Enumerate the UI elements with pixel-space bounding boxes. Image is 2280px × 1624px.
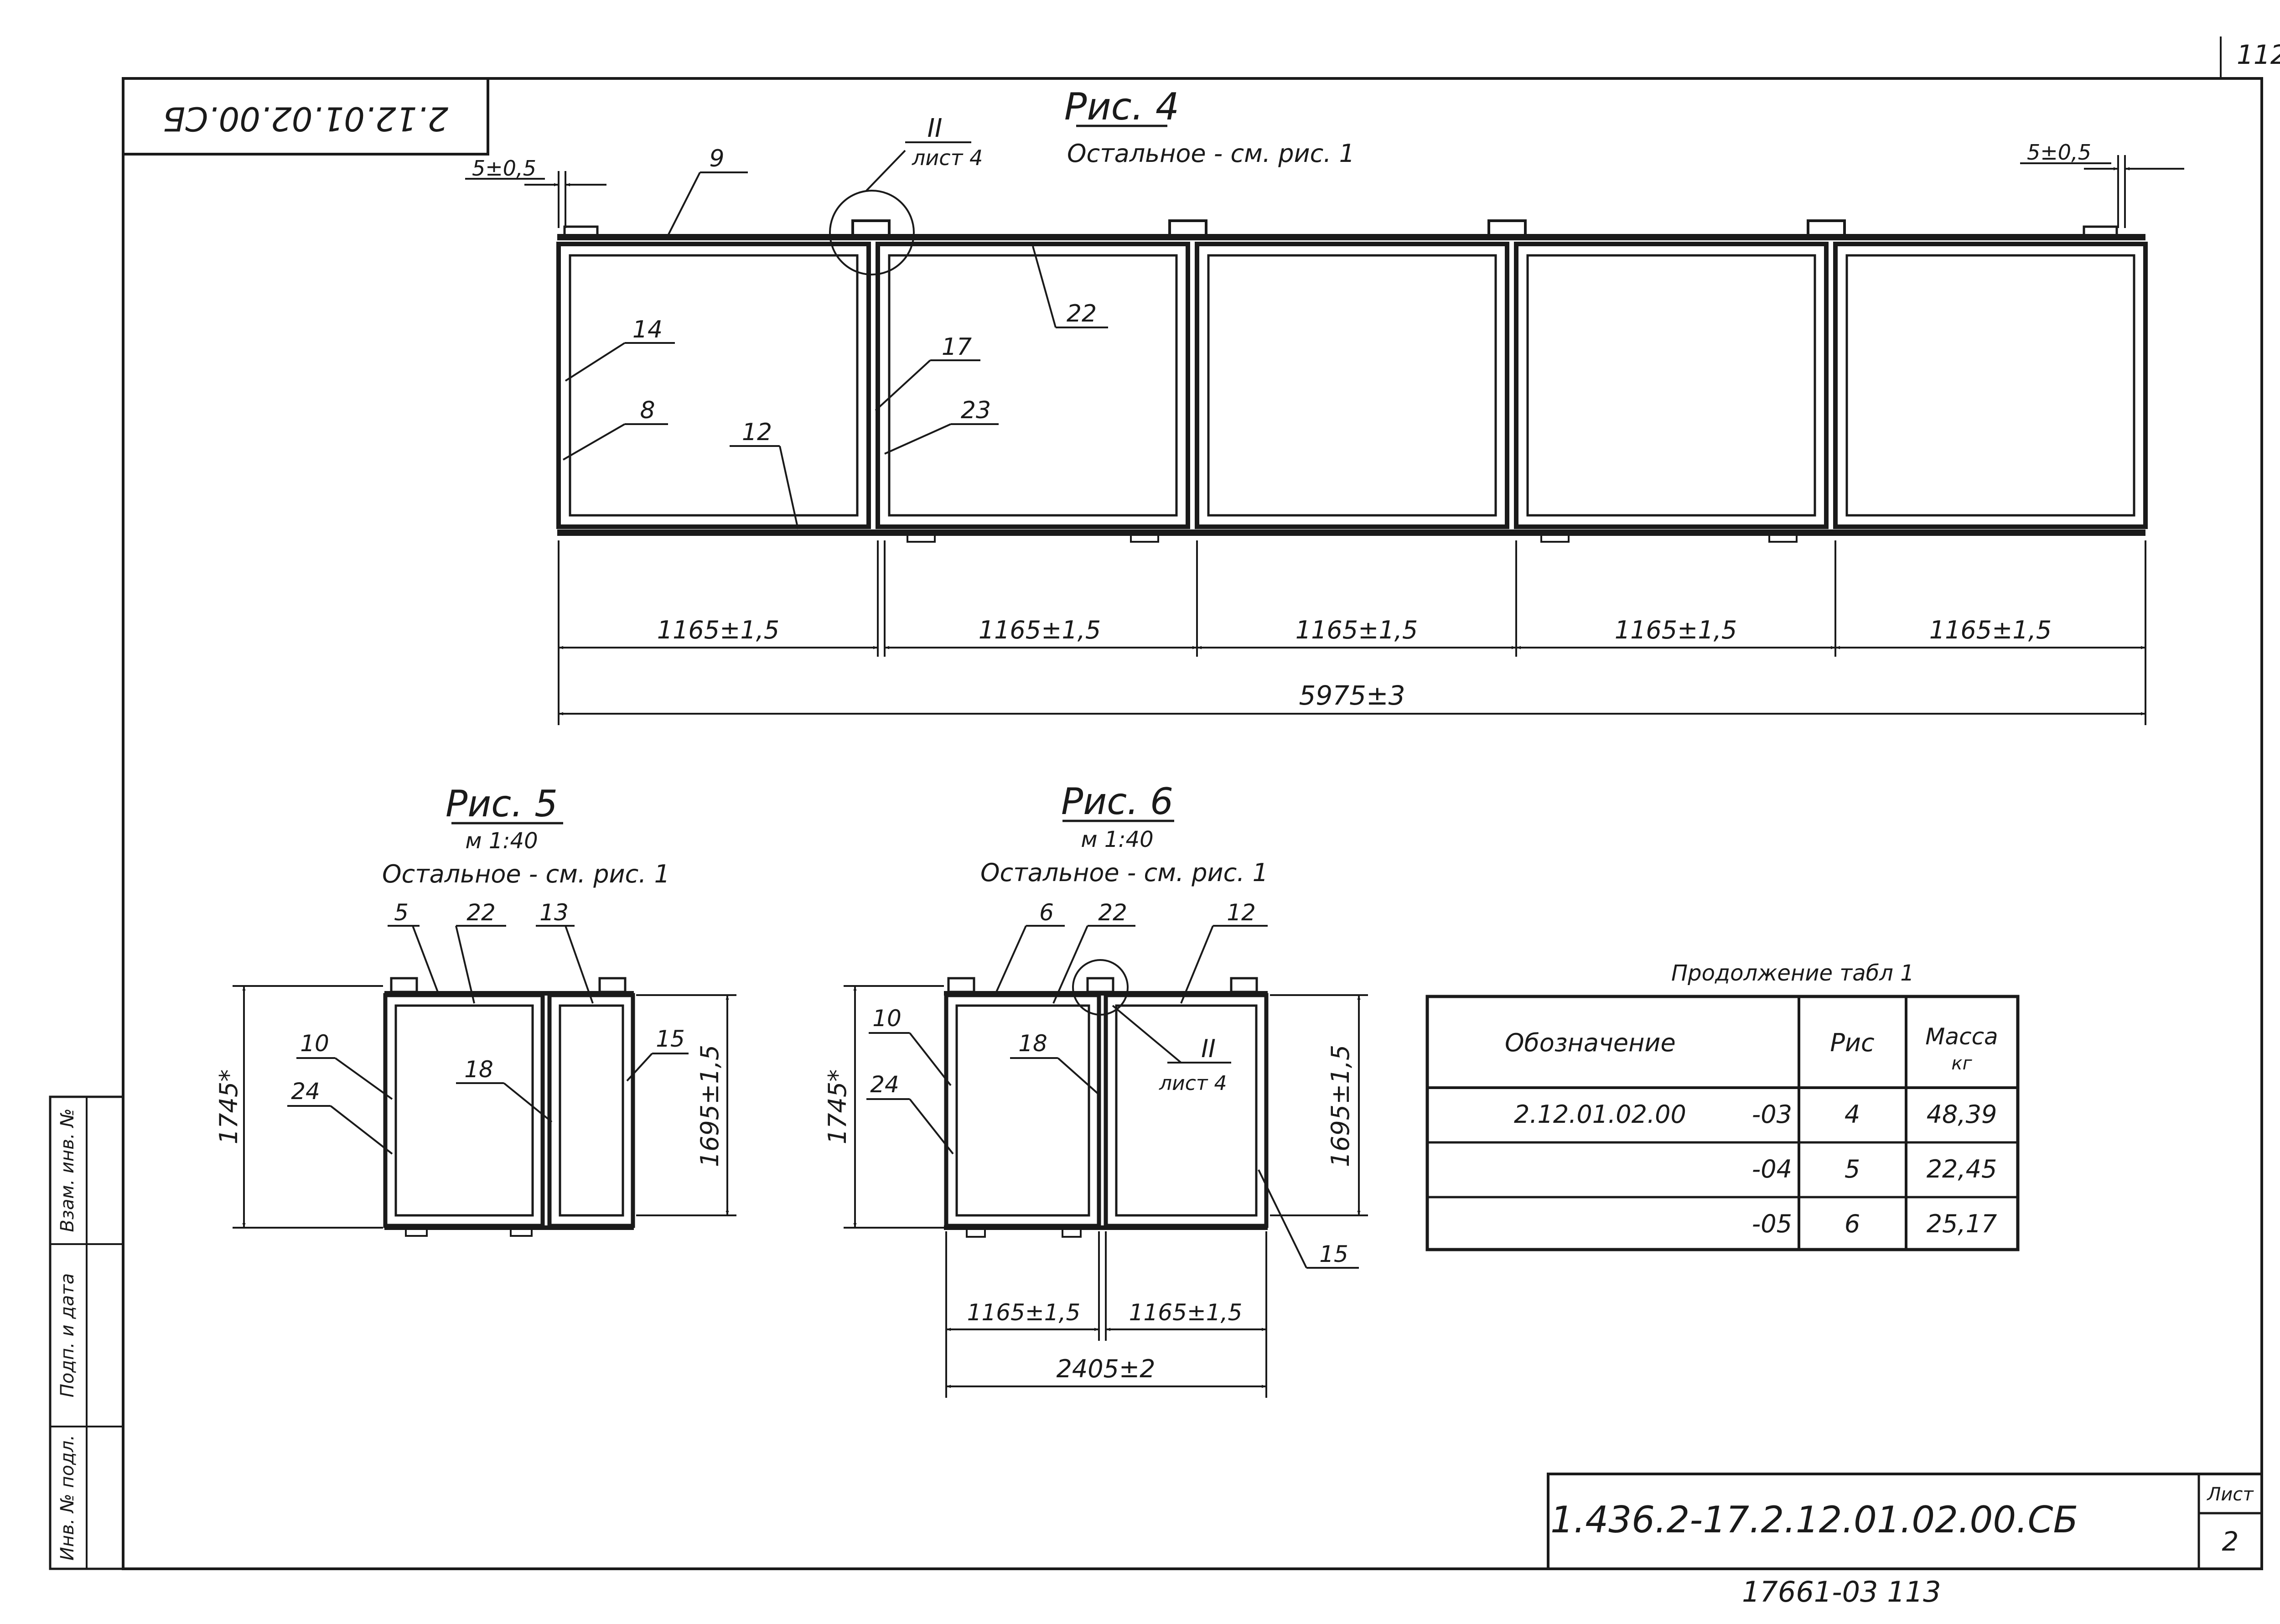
mass-table: Продолжение табл 1 Обозначение Рис Масса… [1425, 960, 2020, 1251]
document-code: 1.436.2-17.2.12.01.02.00.СБ [1550, 1499, 2078, 1541]
table-cell-fig: 4 [1845, 1100, 1860, 1129]
table-row: -04 5 22,45 [1752, 1155, 1997, 1183]
fig6-callout-sheet: лист 4 [1159, 1072, 1227, 1095]
fig5-title: Рис. 5 [446, 783, 558, 825]
fig4-dimensions: 1165±1,5 1165±1,5 1165±1,5 1165±1,5 1165… [558, 540, 2146, 725]
fig6-dim-2: 1165±1,5 [1129, 1299, 1243, 1326]
fig6-label-24: 24 [870, 1071, 899, 1098]
fig4-label-9: 9 [709, 145, 724, 172]
side-stamp-replace-inv: Взам. инв. № [57, 1108, 78, 1232]
table-header-fig: Рис [1830, 1028, 1874, 1057]
figure-6: Рис. 6 м 1:40 Остальное - см. рис. 1 II … [823, 780, 1368, 1398]
fig5-label-10: 10 [300, 1030, 329, 1057]
fig6-dim-height: 1695±1,5 [1326, 1045, 1355, 1167]
side-stamp-sign-date: Подп. и дата [57, 1273, 78, 1397]
fig5-label-13: 13 [539, 899, 569, 926]
figure-4: Рис. 4 Остальное - см. рис. 1 [465, 85, 2184, 725]
fig4-dim-5: 1165±1,5 [1929, 616, 2052, 644]
fig6-note: Остальное - см. рис. 1 [980, 858, 1268, 887]
side-stamp: Инв. № подл. Подп. и дата Взам. инв. № [49, 1095, 124, 1570]
fig6-label-12: 12 [1227, 899, 1256, 926]
corner-sheet-number: 112 [2237, 39, 2280, 70]
fig4-label-8: 8 [640, 397, 655, 424]
sheet-label: Лист [2206, 1484, 2254, 1505]
fig4-callout-numeral: II [927, 114, 942, 143]
fig4-lugs [563, 219, 2118, 543]
fig4-dim-2: 1165±1,5 [979, 616, 1101, 644]
table-header-mass: Масса [1925, 1023, 1998, 1050]
fig4-leaders: 9 22 14 17 8 23 12 [562, 145, 1108, 529]
table-cell-variant: -03 [1752, 1100, 1792, 1129]
fig5-label-15: 15 [656, 1026, 685, 1052]
table-cell-variant: -05 [1752, 1209, 1792, 1238]
fig4-tolerance-right: 5±0,5 [2027, 140, 2091, 165]
fig5-label-5: 5 [394, 899, 409, 926]
fig6-dim-height-overall: 1745* [823, 1069, 852, 1144]
fig6-label-18: 18 [1018, 1030, 1047, 1057]
table-cell-mass: 48,39 [1927, 1100, 1997, 1129]
rotated-stamp-code: 2.12.01.02.00.СБ [163, 99, 448, 138]
fig4-note: Остальное - см. рис. 1 [1067, 139, 1355, 168]
fig6-label-6: 6 [1039, 899, 1054, 926]
sheet-frame: 112 [122, 36, 2280, 1570]
fig5-label-22: 22 [466, 899, 496, 926]
fig5-label-24: 24 [291, 1078, 320, 1105]
title-block: Лист 2 1.436.2-17.2.12.01.02.00.СБ 17661… [1547, 1473, 2263, 1608]
fig4-label-12: 12 [742, 419, 772, 446]
fig4-label-23: 23 [961, 397, 991, 424]
fig4-callout-sheet: лист 4 [912, 145, 983, 170]
fig5-note: Остальное - см. рис. 1 [382, 860, 670, 888]
fig6-label-15: 15 [1319, 1241, 1348, 1267]
table-cell-mass: 25,17 [1927, 1209, 1997, 1238]
table-cell-designation: 2.12.01.02.00 [1514, 1100, 1686, 1129]
fig6-label-22: 22 [1098, 899, 1127, 926]
fig5-dim-height: 1695±1,5 [695, 1045, 724, 1167]
fig6-label-10: 10 [872, 1005, 902, 1032]
fig6-title: Рис. 6 [1061, 780, 1173, 823]
fig6-scale: м 1:40 [1081, 827, 1153, 852]
fig4-dim-4: 1165±1,5 [1615, 616, 1737, 644]
side-stamp-inv-no: Инв. № подл. [57, 1435, 78, 1561]
table-cell-variant: -04 [1752, 1155, 1792, 1183]
table-header-designation: Обозначение [1505, 1028, 1676, 1057]
fig5-dim-height-overall: 1745* [214, 1069, 243, 1144]
table-cell-fig: 5 [1845, 1155, 1860, 1183]
fig6-total-dim: 2405±2 [1056, 1354, 1155, 1383]
fig4-dim-1: 1165±1,5 [657, 616, 780, 644]
table-row: 2.12.01.02.00 -03 4 48,39 [1514, 1100, 1997, 1129]
fig4-label-22: 22 [1067, 300, 1097, 327]
fig4-total-dim: 5975±3 [1299, 680, 1405, 711]
fig5-scale: м 1:40 [465, 828, 538, 854]
fig4-tolerance-left: 5±0,5 [472, 156, 536, 181]
fig4-dim-3: 1165±1,5 [1295, 616, 1418, 644]
fig4-label-17: 17 [942, 333, 972, 361]
table-header-mass-unit: кг [1951, 1053, 1972, 1074]
sheet-number: 2 [2222, 1526, 2239, 1557]
figure-5: Рис. 5 м 1:40 Остальное - см. рис. 1 5 2… [214, 783, 736, 1237]
bottom-note: 17661-03 113 [1742, 1575, 1941, 1608]
table-cell-mass: 22,45 [1927, 1155, 1997, 1183]
table-row: -05 6 25,17 [1752, 1209, 1997, 1238]
rotated-stamp: 2.12.01.02.00.СБ [122, 77, 489, 156]
fig6-dim-1: 1165±1,5 [967, 1299, 1081, 1326]
table-caption: Продолжение табл 1 [1671, 960, 1914, 986]
table-cell-fig: 6 [1845, 1209, 1860, 1238]
fig4-panels [556, 242, 2148, 529]
fig5-label-18: 18 [464, 1056, 493, 1083]
fig4-label-14: 14 [632, 316, 663, 343]
fig6-callout-numeral: II [1201, 1034, 1216, 1063]
fig4-title: Рис. 4 [1064, 85, 1179, 129]
